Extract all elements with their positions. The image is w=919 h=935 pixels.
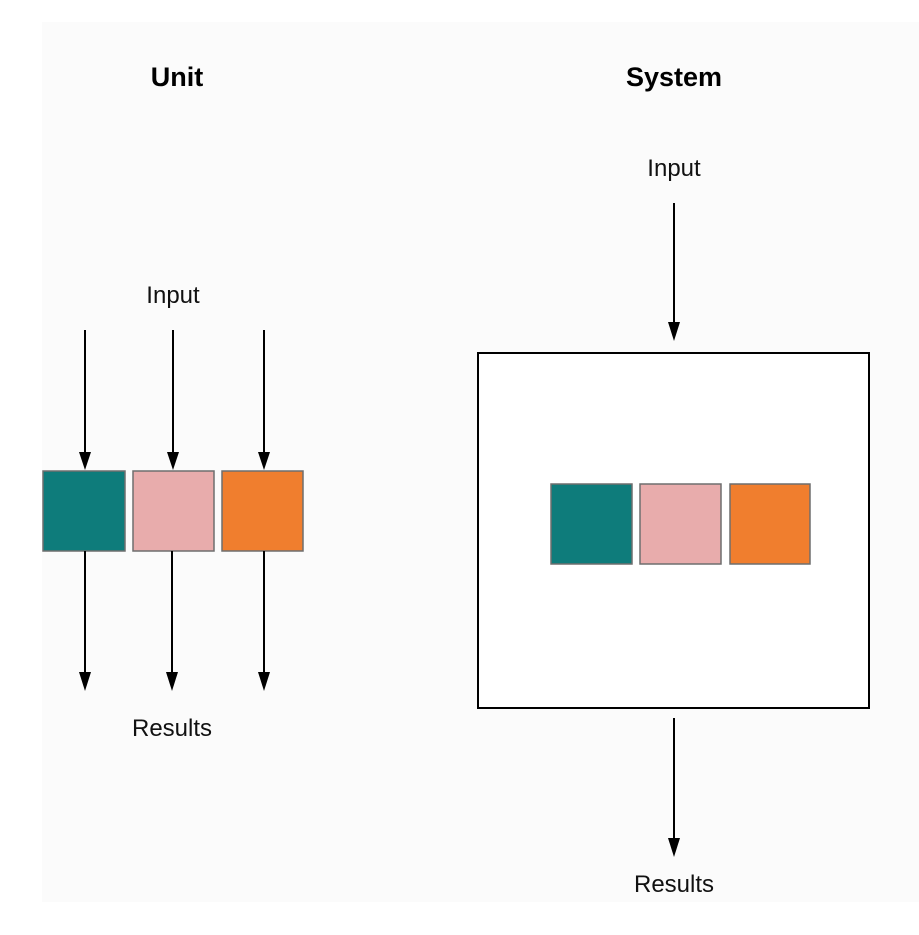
- system-input-label: Input: [647, 155, 701, 182]
- system-block-teal: [550, 483, 633, 565]
- unit-result-arrow-3: [258, 551, 270, 691]
- unit-block-teal: [42, 470, 126, 552]
- unit-block-pink: [132, 470, 215, 552]
- system-block-pink: [639, 483, 722, 565]
- unit-input-arrow-1: [79, 330, 91, 470]
- system-results-label: Results: [634, 871, 714, 898]
- system-block-orange: [729, 483, 811, 565]
- unit-title: Unit: [151, 62, 203, 92]
- unit-input-arrow-3: [258, 330, 270, 470]
- unit-block-orange: [221, 470, 304, 552]
- system-input-arrow: [668, 203, 680, 341]
- unit-input-label: Input: [146, 282, 200, 309]
- unit-result-arrow-1: [79, 551, 91, 691]
- unit-panel: Unit Input: [42, 62, 304, 742]
- system-title: System: [626, 62, 722, 92]
- unit-result-arrow-2: [166, 551, 178, 691]
- system-panel: System Input Results: [477, 62, 870, 898]
- system-result-arrow: [668, 718, 680, 857]
- unit-input-arrow-2: [167, 330, 179, 470]
- unit-results-label: Results: [132, 715, 212, 742]
